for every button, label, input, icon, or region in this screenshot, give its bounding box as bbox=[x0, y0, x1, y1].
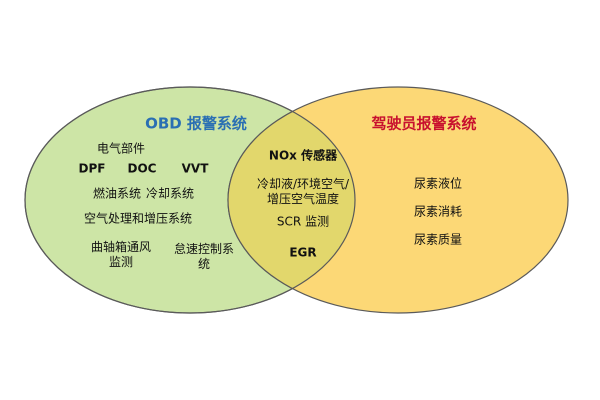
obd-item-crankcase-ventilation: 曲轴箱通风 监测 bbox=[90, 240, 152, 269]
driver-item-urea-level: 尿素液位 bbox=[413, 176, 463, 191]
obd-item-cooling-system: 冷却系统 bbox=[145, 186, 195, 201]
driver-title: 驾驶员报警系统 bbox=[371, 114, 477, 133]
obd-item-dpf: DPF bbox=[78, 161, 106, 176]
overlap-region bbox=[227, 87, 355, 313]
obd-item-vvt: VVT bbox=[181, 161, 209, 176]
driver-item-urea-quality: 尿素质量 bbox=[413, 232, 463, 247]
obd-item-fuel-system: 燃油系统 bbox=[92, 186, 142, 201]
obd-item-electrical: 电气部件 bbox=[97, 141, 146, 156]
obd-item-doc: DOC bbox=[127, 161, 157, 176]
shared-item-nox-sensor: NOx 传感器 bbox=[268, 148, 338, 163]
obd-item-idle-control: 怠速控制系 统 bbox=[173, 242, 235, 271]
shared-item-egr: EGR bbox=[289, 245, 317, 260]
obd-item-air-handling: 空气处理和增压系统 bbox=[83, 211, 193, 226]
shared-item-temperatures: 冷却液/环境空气/ 增压空气温度 bbox=[256, 177, 350, 206]
shared-item-scr-monitoring: SCR 监测 bbox=[276, 214, 330, 229]
obd-circle-outline bbox=[24, 86, 356, 314]
obd-title: OBD 报警系统 bbox=[145, 114, 247, 133]
driver-item-urea-consumption: 尿素消耗 bbox=[413, 204, 463, 219]
